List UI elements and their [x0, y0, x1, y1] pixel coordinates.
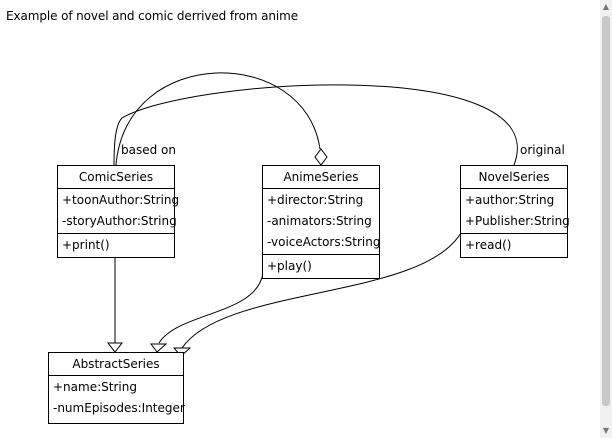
methods-section: +play() [263, 255, 379, 278]
attribute: -storyAuthor:String [62, 214, 177, 228]
based-on-label: based on [121, 143, 176, 157]
attribute: -numEpisodes:Integer [53, 401, 185, 415]
attribute: +director:String [267, 193, 364, 207]
method: +read() [465, 238, 512, 252]
class-anime-series[interactable]: AnimeSeries +director:String -animators:… [262, 165, 380, 279]
attribute: +name:String [53, 380, 137, 394]
scroll-up-icon[interactable]: ▲ [602, 2, 610, 11]
class-name: AbstractSeries [49, 353, 183, 376]
attributes-section: +director:String -animators:String -voic… [263, 189, 381, 255]
diagram-title: Example of novel and comic derrived from… [6, 9, 299, 23]
methods-section: +read() [461, 234, 567, 257]
vertical-scrollbar[interactable]: ▲ ▼ [600, 0, 612, 438]
scroll-down-icon[interactable]: ▼ [602, 426, 610, 435]
based-on-connector [115, 72, 321, 166]
original-connector [113, 84, 518, 166]
attribute: +Publisher:String [465, 214, 570, 228]
attribute: +toonAuthor:String [62, 193, 180, 207]
anime-generalization-arrowhead [150, 343, 168, 353]
attributes-section: +author:String +Publisher:String [461, 189, 570, 234]
method: +print() [62, 238, 110, 252]
methods-section: +print() [58, 234, 174, 257]
aggregation-diamond [314, 148, 328, 166]
comic-generalization-arrowhead [106, 342, 124, 353]
class-novel-series[interactable]: NovelSeries +author:String +Publisher:St… [460, 165, 570, 258]
scroll-thumb[interactable] [602, 16, 610, 406]
anime-generalization-line [158, 272, 264, 344]
class-abstract-series[interactable]: AbstractSeries +name:String -numEpisodes… [48, 352, 185, 424]
class-name: NovelSeries [461, 166, 567, 189]
class-name: AnimeSeries [263, 166, 379, 189]
attributes-section: +toonAuthor:String -storyAuthor:String [58, 189, 180, 234]
original-label: original [520, 143, 565, 157]
attribute: -voiceActors:String [267, 235, 381, 249]
method: +play() [267, 259, 312, 273]
class-comic-series[interactable]: ComicSeries +toonAuthor:String -storyAut… [57, 165, 180, 258]
class-name: ComicSeries [58, 166, 174, 189]
attribute: +author:String [465, 193, 555, 207]
attribute: -animators:String [267, 214, 372, 228]
novel-generalization-line [181, 230, 463, 349]
attributes-section: +name:String -numEpisodes:Integer [49, 376, 185, 420]
